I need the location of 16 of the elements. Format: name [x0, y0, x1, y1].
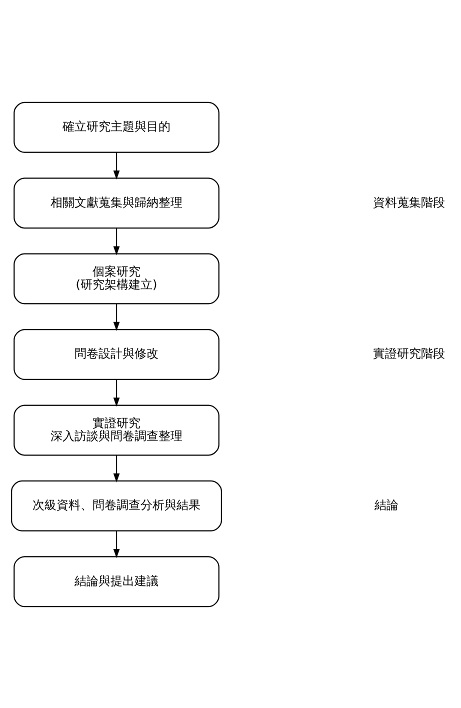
- arrow: [113, 228, 120, 255]
- arrow: [113, 303, 120, 331]
- node-box: 確立研究主題與目的: [14, 101, 220, 152]
- node-box: 結論與提出建議: [14, 556, 220, 607]
- arrow: [113, 530, 120, 558]
- label: 結論: [374, 498, 399, 512]
- node-box: 次級資料、問卷調查分析與結果: [11, 480, 222, 531]
- label: 資料蒐集階段: [373, 194, 446, 209]
- arrow: [113, 152, 120, 180]
- arrow: [113, 454, 120, 482]
- node-box: 實證研究 深入訪談與問卷調查整理: [14, 404, 220, 456]
- node-box: 問卷設計與修改: [14, 328, 220, 380]
- arrow: [113, 379, 120, 406]
- label: 實證研究階段: [373, 346, 446, 360]
- node-box: 個案研究 (研究架構建立): [14, 252, 220, 304]
- node-box: 相關文獻蒐集與歸納整理: [14, 177, 220, 228]
